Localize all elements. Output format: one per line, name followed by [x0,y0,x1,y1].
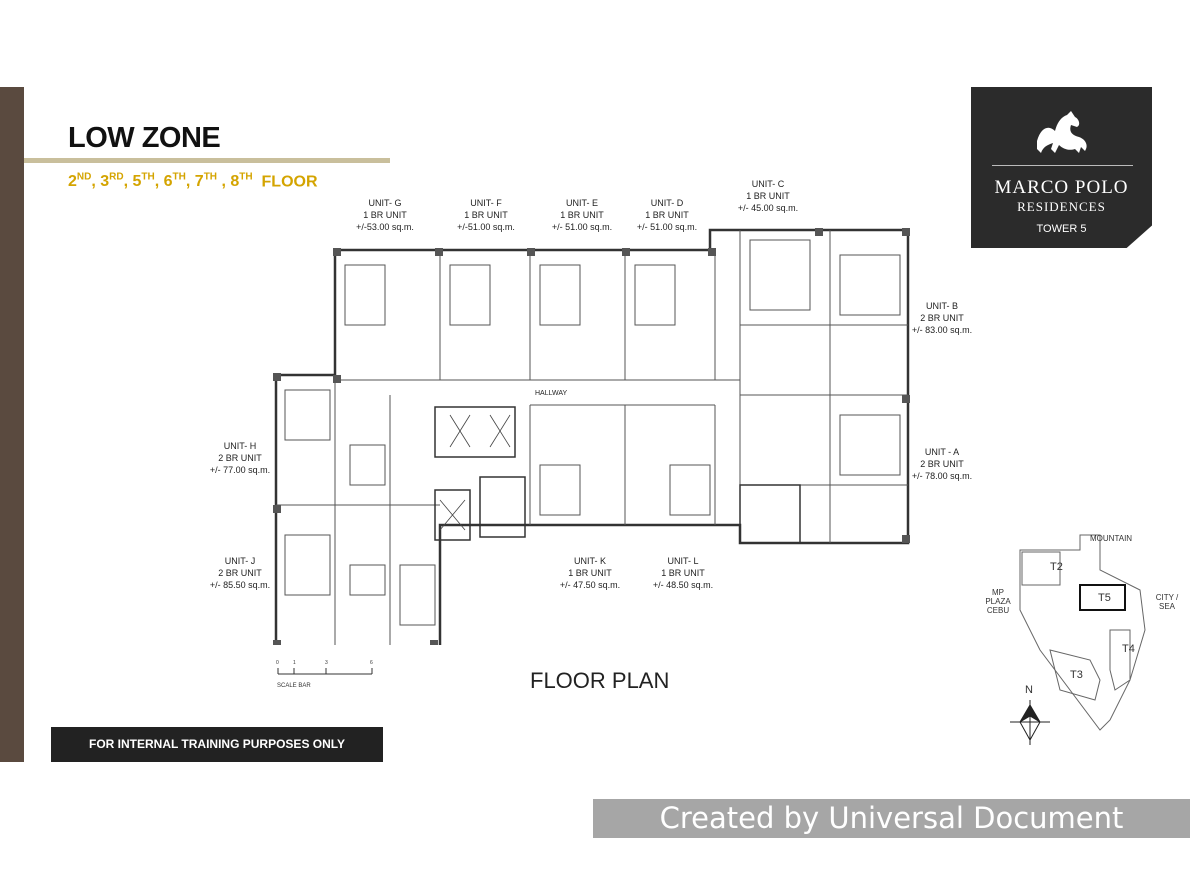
floor-plan-title: FLOOR PLAN [530,668,670,693]
floor-item: 6TH, [163,172,195,191]
keymap-tower-t2: T2 [1050,561,1063,573]
horse-logo-icon [1037,111,1087,153]
brand-logo-panel: MARCO POLO RESIDENCES TOWER 5 [971,87,1152,248]
scale-bar-label: SCALE BAR [277,683,311,689]
site-key-map [1010,534,1146,745]
keymap-tower-t4: T4 [1122,643,1135,655]
floor-item: 8TH [230,172,253,191]
floor-plan-drawing: HALLWAY [273,228,910,645]
brand-subtitle: RESIDENCES [1017,199,1106,214]
brand-divider [992,165,1133,166]
floor-list: 2ND, 3RD, 5TH, 6TH, 7TH , 8TH FLOOR [68,172,318,191]
scale-bar [277,668,373,675]
floor-word: FLOOR [261,173,318,191]
floor-item: 2ND, [68,172,101,191]
floor-item: 3RD, [100,172,133,191]
internal-use-notice: FOR INTERNAL TRAINING PURPOSES ONLY [51,727,383,762]
hallway-label: HALLWAY [535,390,567,397]
brand-name: MARCO POLO [994,177,1129,198]
floor-item: 5TH, [132,172,164,191]
zone-title: LOW ZONE [68,122,221,154]
floor-item: 7TH , [194,172,231,191]
watermark-banner: Created by Universal Document Converter [593,799,1190,874]
north-arrow-label: N [1025,684,1033,696]
keymap-tower-t3: T3 [1070,669,1083,681]
keymap-mountain-label: MOUNTAIN [1090,534,1133,543]
keymap-city-sea-label: CITY /SEA [1155,593,1179,611]
brand-tower: TOWER 5 [1036,223,1087,235]
zone-title-underline [24,158,390,163]
sidebar-bar [0,87,24,762]
keymap-tower-t5: T5 [1098,592,1111,604]
